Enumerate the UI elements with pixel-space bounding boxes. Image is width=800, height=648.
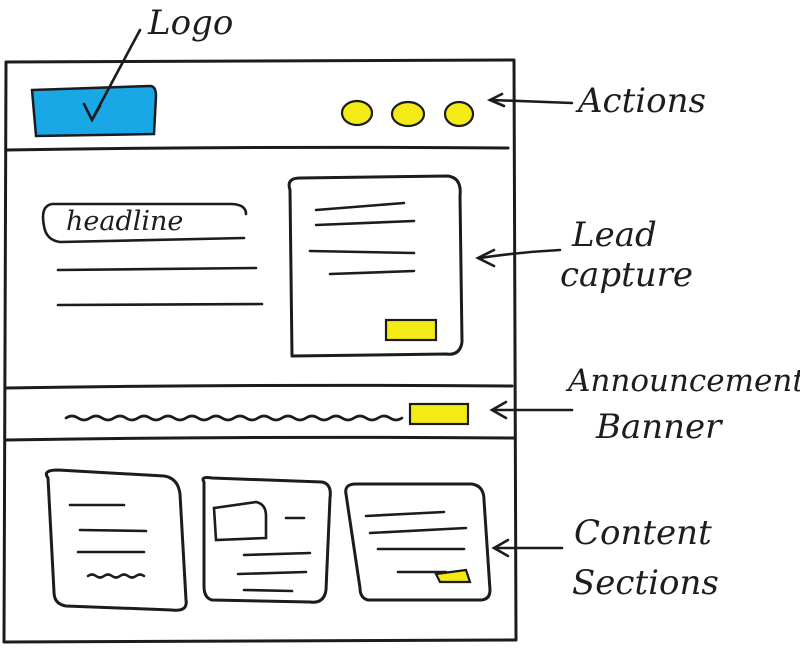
- card2-line-2: [242, 551, 312, 557]
- annotation-lead-line2: capture: [560, 255, 694, 295]
- content-card-2: [201, 476, 332, 604]
- card1-line-4: [86, 573, 146, 579]
- hero-line-2: [56, 302, 264, 307]
- card3-line-1: [364, 510, 446, 518]
- logo-box: [30, 84, 158, 138]
- banner-squiggle: [64, 414, 404, 422]
- form-line-3: [308, 249, 416, 255]
- annotation-lead-line1: Lead: [572, 215, 657, 255]
- content-card-3: [344, 482, 492, 602]
- hero-line-1: [56, 266, 258, 272]
- card3-line-2: [368, 526, 468, 535]
- banner-button: [408, 402, 470, 426]
- banner-divider-top: [4, 383, 514, 390]
- action-circle-3: [443, 100, 475, 128]
- headline-text: headline: [66, 206, 184, 237]
- page-frame: [2, 58, 518, 644]
- content-arrow: [491, 538, 564, 558]
- card2-line-3: [236, 570, 308, 576]
- annotation-actions: Actions: [578, 81, 706, 121]
- card2-line-4: [242, 588, 294, 593]
- headline-pill: [41, 202, 248, 244]
- form-line-2: [314, 219, 416, 227]
- logo-arrow: [82, 28, 142, 123]
- lead-form: [287, 174, 464, 358]
- action-circle-2: [390, 100, 426, 128]
- annotation-logo: Logo: [148, 3, 234, 43]
- form-line-1: [314, 201, 406, 212]
- content-card-1: [44, 468, 188, 612]
- annotation-announcement-line2: Banner: [596, 407, 722, 447]
- annotation-content-line1: Content: [574, 513, 712, 553]
- card1-line-2: [78, 528, 148, 533]
- header-divider: [4, 145, 510, 152]
- announcement-arrow: [489, 400, 574, 420]
- form-line-4: [328, 269, 416, 276]
- banner-divider-bottom: [4, 435, 516, 442]
- card3-yellow-accent: [434, 568, 472, 584]
- lead-capture-arrow: [475, 248, 562, 268]
- card2-image: [212, 500, 268, 542]
- actions-arrow: [486, 92, 574, 108]
- action-circle-1: [340, 99, 374, 127]
- form-submit-button: [384, 318, 438, 342]
- annotation-announcement-line1: Announcement: [568, 363, 800, 399]
- annotation-content-line2: Sections: [572, 563, 719, 603]
